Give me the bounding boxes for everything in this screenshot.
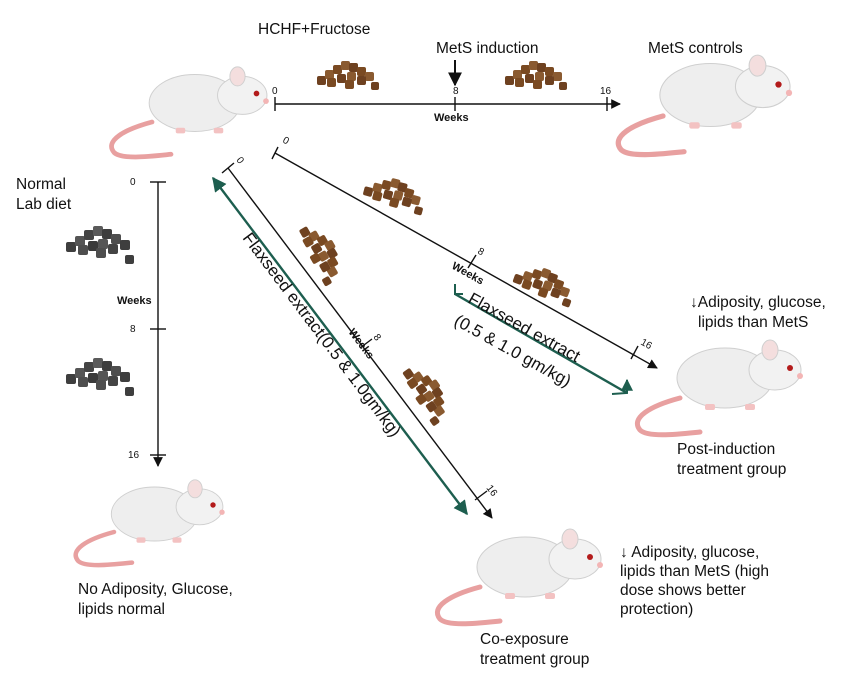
co-group-line1: Co-exposure	[480, 631, 569, 648]
co-tick-16: 16	[484, 483, 500, 499]
post-tick-8: 8	[476, 246, 487, 259]
rat-co-exposure-icon	[437, 529, 603, 624]
post-outcome-line2: lipids than MetS	[698, 314, 809, 331]
co-flaxseed-arrow	[212, 176, 468, 516]
co-tick-8: 8	[371, 332, 383, 343]
green-bracket-start	[454, 284, 463, 295]
normal-outcome-line1: No Adiposity, Glucose,	[78, 581, 233, 598]
post-flaxseed-arrow	[454, 292, 628, 395]
normal-outcome-line2: lipids normal	[78, 601, 166, 618]
co-outcome-line4: protection)	[620, 601, 694, 618]
left-timeline: 0 8 16 Weeks	[117, 177, 166, 467]
rat-start-icon	[112, 67, 269, 157]
post-group-line1: Post-induction	[677, 441, 776, 458]
chow-hchf-1-icon	[317, 61, 379, 90]
chow-hchf-2-icon	[505, 61, 567, 90]
top-timeline: 0 8 16 Weeks	[272, 60, 621, 124]
chow-normal-2-icon	[66, 358, 134, 396]
hchf-fructose-label: HCHF+Fructose	[258, 21, 371, 38]
post-tick-16: 16	[639, 337, 654, 352]
rat-mets-control-icon	[618, 55, 792, 155]
chow-normal-1-icon	[66, 226, 134, 264]
rat-normal-diet-icon	[76, 480, 225, 565]
chow-post-2-icon	[510, 259, 579, 308]
left-tick-0: 0	[130, 177, 136, 188]
co-outcome-line2: lipids than MetS (high	[620, 563, 770, 580]
normal-diet-label-line2: Lab diet	[16, 196, 72, 213]
chow-co-2-icon	[398, 359, 458, 427]
top-weeks-label: Weeks	[434, 112, 469, 124]
mets-controls-label: MetS controls	[648, 40, 743, 57]
post-tick-0: 0	[281, 135, 292, 148]
co-group-line2: treatment group	[480, 651, 590, 668]
left-tick-16: 16	[128, 450, 140, 461]
co-tick-0: 0	[234, 155, 246, 166]
co-exposure-timeline: 0 8 16 Weeks Flaxseed extract(0.5 & 1.0g…	[212, 155, 500, 519]
co-outcome-line1: ↓ Adiposity, glucose,	[620, 544, 760, 561]
top-tick-0: 0	[272, 86, 278, 97]
post-weeks-label: Weeks	[450, 260, 486, 287]
left-weeks-label: Weeks	[117, 295, 152, 307]
mets-induction-label: MetS induction	[436, 40, 539, 57]
chow-post-1-icon	[361, 171, 429, 216]
top-tick-8: 8	[453, 86, 459, 97]
normal-diet-label-line1: Normal	[16, 176, 66, 193]
post-outcome-line1: ↓Adiposity, glucose,	[690, 294, 826, 311]
green-bracket-end	[611, 378, 633, 395]
post-group-line2: treatment group	[677, 461, 787, 478]
chow-co-1-icon	[294, 218, 351, 287]
top-tick-16: 16	[600, 86, 612, 97]
co-outcome-line3: dose shows better	[620, 582, 746, 599]
left-tick-8: 8	[130, 324, 136, 335]
rat-post-induction-icon	[637, 340, 803, 435]
